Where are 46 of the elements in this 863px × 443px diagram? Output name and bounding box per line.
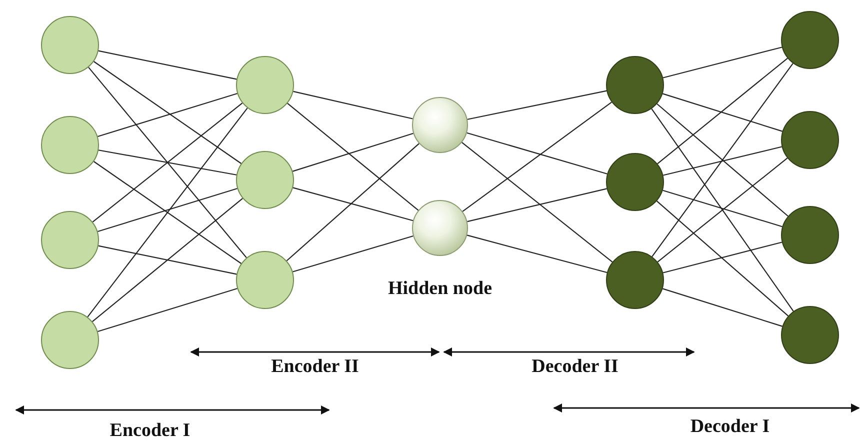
connection-line bbox=[98, 188, 238, 232]
neuron-circle bbox=[236, 251, 294, 309]
connection-line bbox=[662, 93, 782, 132]
connection-line bbox=[467, 188, 607, 222]
connection-line bbox=[98, 93, 238, 137]
neuron-circle bbox=[606, 56, 664, 114]
connection-line bbox=[462, 142, 613, 262]
layer-label: Hidden node bbox=[388, 278, 492, 300]
connection-line bbox=[652, 63, 794, 257]
layer-label: Decoder II bbox=[532, 356, 618, 378]
layer-label: Decoder I bbox=[690, 416, 770, 438]
connection-line bbox=[662, 242, 782, 274]
connection-line bbox=[286, 143, 420, 262]
connection-line bbox=[292, 187, 414, 222]
connection-line bbox=[656, 200, 789, 316]
connection-line bbox=[87, 108, 248, 318]
connection-line bbox=[663, 146, 782, 176]
connection-line bbox=[467, 90, 607, 120]
connection-line bbox=[292, 235, 414, 272]
connection-line bbox=[662, 190, 782, 228]
layer-label: Encoder II bbox=[271, 356, 359, 378]
connection-line bbox=[92, 102, 243, 222]
connection-line bbox=[656, 103, 788, 217]
connection-line bbox=[287, 102, 419, 211]
connection-line bbox=[92, 198, 243, 322]
connection-line bbox=[657, 58, 788, 164]
connection-line bbox=[466, 234, 608, 274]
connection-line bbox=[88, 66, 247, 258]
connection-line bbox=[662, 288, 782, 327]
connection-line bbox=[94, 61, 242, 164]
connection-line bbox=[662, 46, 782, 78]
neuron-circle bbox=[412, 97, 468, 153]
neuron-circle bbox=[606, 251, 664, 309]
connection-line bbox=[98, 150, 237, 176]
connection-line bbox=[657, 158, 788, 262]
connection-line bbox=[98, 288, 238, 332]
connection-line bbox=[94, 161, 242, 264]
connection-line bbox=[292, 132, 414, 172]
layer-label: Encoder I bbox=[110, 420, 190, 442]
connection-line bbox=[98, 50, 237, 80]
connection-line bbox=[651, 108, 794, 312]
connection-line bbox=[98, 245, 237, 275]
connection-line bbox=[462, 102, 612, 212]
connection-line bbox=[466, 132, 608, 174]
neuron-circle bbox=[236, 56, 294, 114]
connection-line bbox=[293, 90, 413, 120]
